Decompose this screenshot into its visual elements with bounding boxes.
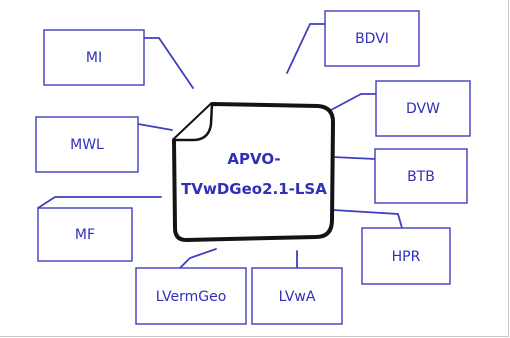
connector-btb: [332, 156, 376, 160]
node-btb: BTB: [374, 148, 468, 204]
node-box: [251, 267, 343, 325]
connector-mwl: [137, 123, 173, 131]
node-lvwa: LVwA: [251, 267, 343, 325]
connector-hpr: [332, 209, 403, 229]
node-label: BDVI: [355, 31, 389, 47]
center-label-line2: TVwDGeo2.1-LSA: [181, 180, 327, 198]
node-label: MI: [86, 50, 102, 66]
connector-mf: [37, 196, 162, 209]
center-document: APVO- TVwDGeo2.1-LSA: [172, 102, 335, 242]
node-mi: MI: [43, 29, 145, 86]
node-bdvi: BDVI: [324, 10, 420, 67]
node-hpr: HPR: [361, 227, 451, 285]
node-mf: MF: [37, 207, 133, 262]
node-box: [43, 29, 145, 86]
node-label: MF: [75, 227, 95, 243]
node-mwl: MWL: [35, 116, 139, 173]
node-label: MWL: [70, 137, 104, 153]
connector-lvermgeo: [179, 248, 217, 269]
node-dvw: DVW: [375, 80, 471, 137]
node-box: [361, 227, 451, 285]
node-label: HPR: [392, 249, 421, 265]
node-lvermgeo: LVermGeo: [135, 267, 247, 325]
connector-bdvi: [286, 23, 326, 74]
node-label: DVW: [406, 101, 440, 117]
connector-dvw: [330, 93, 377, 111]
node-box: [374, 148, 468, 204]
center-label-line1: APVO-: [227, 150, 280, 168]
node-box: [135, 267, 247, 325]
node-label: LVwA: [279, 289, 316, 305]
document-fold-corner: [174, 103, 214, 142]
connector-mi: [143, 37, 194, 89]
node-box: [37, 207, 133, 262]
node-label: BTB: [407, 169, 435, 185]
node-box: [324, 10, 420, 67]
node-box: [35, 116, 139, 173]
node-label: LVermGeo: [156, 289, 227, 305]
connectors: [37, 23, 403, 269]
node-box: [375, 80, 471, 137]
document-shape: [172, 102, 335, 242]
